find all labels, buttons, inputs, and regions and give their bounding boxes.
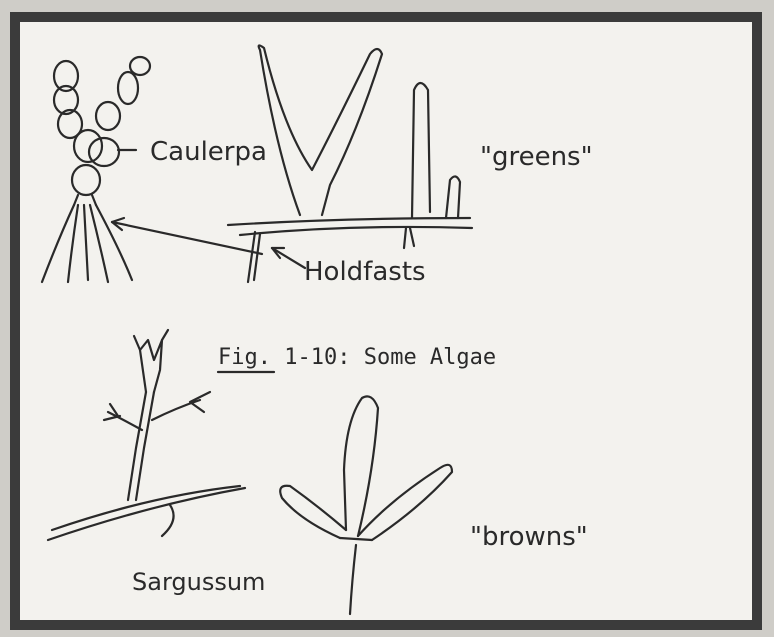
caption-rest: . 1-10: Some Algae: [258, 345, 496, 370]
greens-label: "greens": [480, 142, 593, 172]
browns-label: "browns": [470, 522, 588, 552]
holdfasts-label: Holdfasts: [304, 257, 426, 287]
caption-prefix: Fig: [218, 345, 258, 370]
figure-caption: Fig. 1-10: Some Algae: [218, 345, 496, 370]
sargassum-label: Sargussum: [132, 568, 265, 596]
caulerpa-label: Caulerpa: [150, 137, 267, 167]
